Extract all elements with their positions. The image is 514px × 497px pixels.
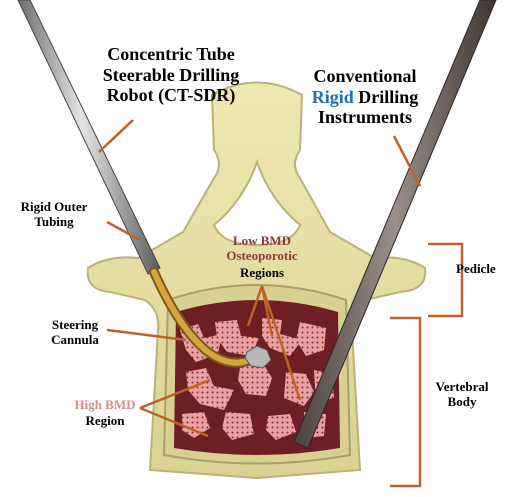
rigid-outer-tubing-line2: Tubing	[2, 215, 106, 230]
low-bmd-line1: Low BMD	[206, 234, 318, 249]
vertebral-body-line2: Body	[422, 395, 502, 410]
region-label: Region	[60, 414, 150, 429]
low-bmd-label: Low BMD Osteoporotic	[206, 234, 318, 264]
pedicle-label: Pedicle	[456, 262, 496, 277]
vertebral-body-label: Vertebral Body	[422, 380, 502, 410]
regions-label: Regions	[206, 266, 318, 281]
rigid-outer-tubing-line1: Rigid Outer	[2, 200, 106, 215]
conventional-label-line2-rest: Drilling	[354, 87, 419, 107]
rigid-highlight: Rigid	[312, 87, 354, 107]
conventional-label-line2: Rigid Drilling	[290, 87, 440, 108]
steering-cannula-line1: Steering	[38, 318, 112, 333]
high-bmd-label: High BMD	[60, 398, 150, 413]
steering-cannula-line2: Cannula	[38, 333, 112, 348]
rigid-outer-tubing-label: Rigid Outer Tubing	[2, 200, 106, 230]
conventional-label-line3: Instruments	[290, 107, 440, 128]
ctsdr-label: Concentric Tube Steerable Drilling Robot…	[86, 44, 256, 106]
steering-cannula-label: Steering Cannula	[38, 318, 112, 348]
ctsdr-label-line2: Steerable Drilling	[86, 65, 256, 86]
ctsdr-label-line1: Concentric Tube	[86, 44, 256, 65]
vertebral-body-line1: Vertebral	[422, 380, 502, 395]
conventional-label: Conventional Rigid Drilling Instruments	[290, 66, 440, 128]
ctsdr-label-line3: Robot (CT-SDR)	[86, 85, 256, 106]
low-bmd-line2: Osteoporotic	[206, 249, 318, 264]
conventional-label-line1: Conventional	[290, 66, 440, 87]
